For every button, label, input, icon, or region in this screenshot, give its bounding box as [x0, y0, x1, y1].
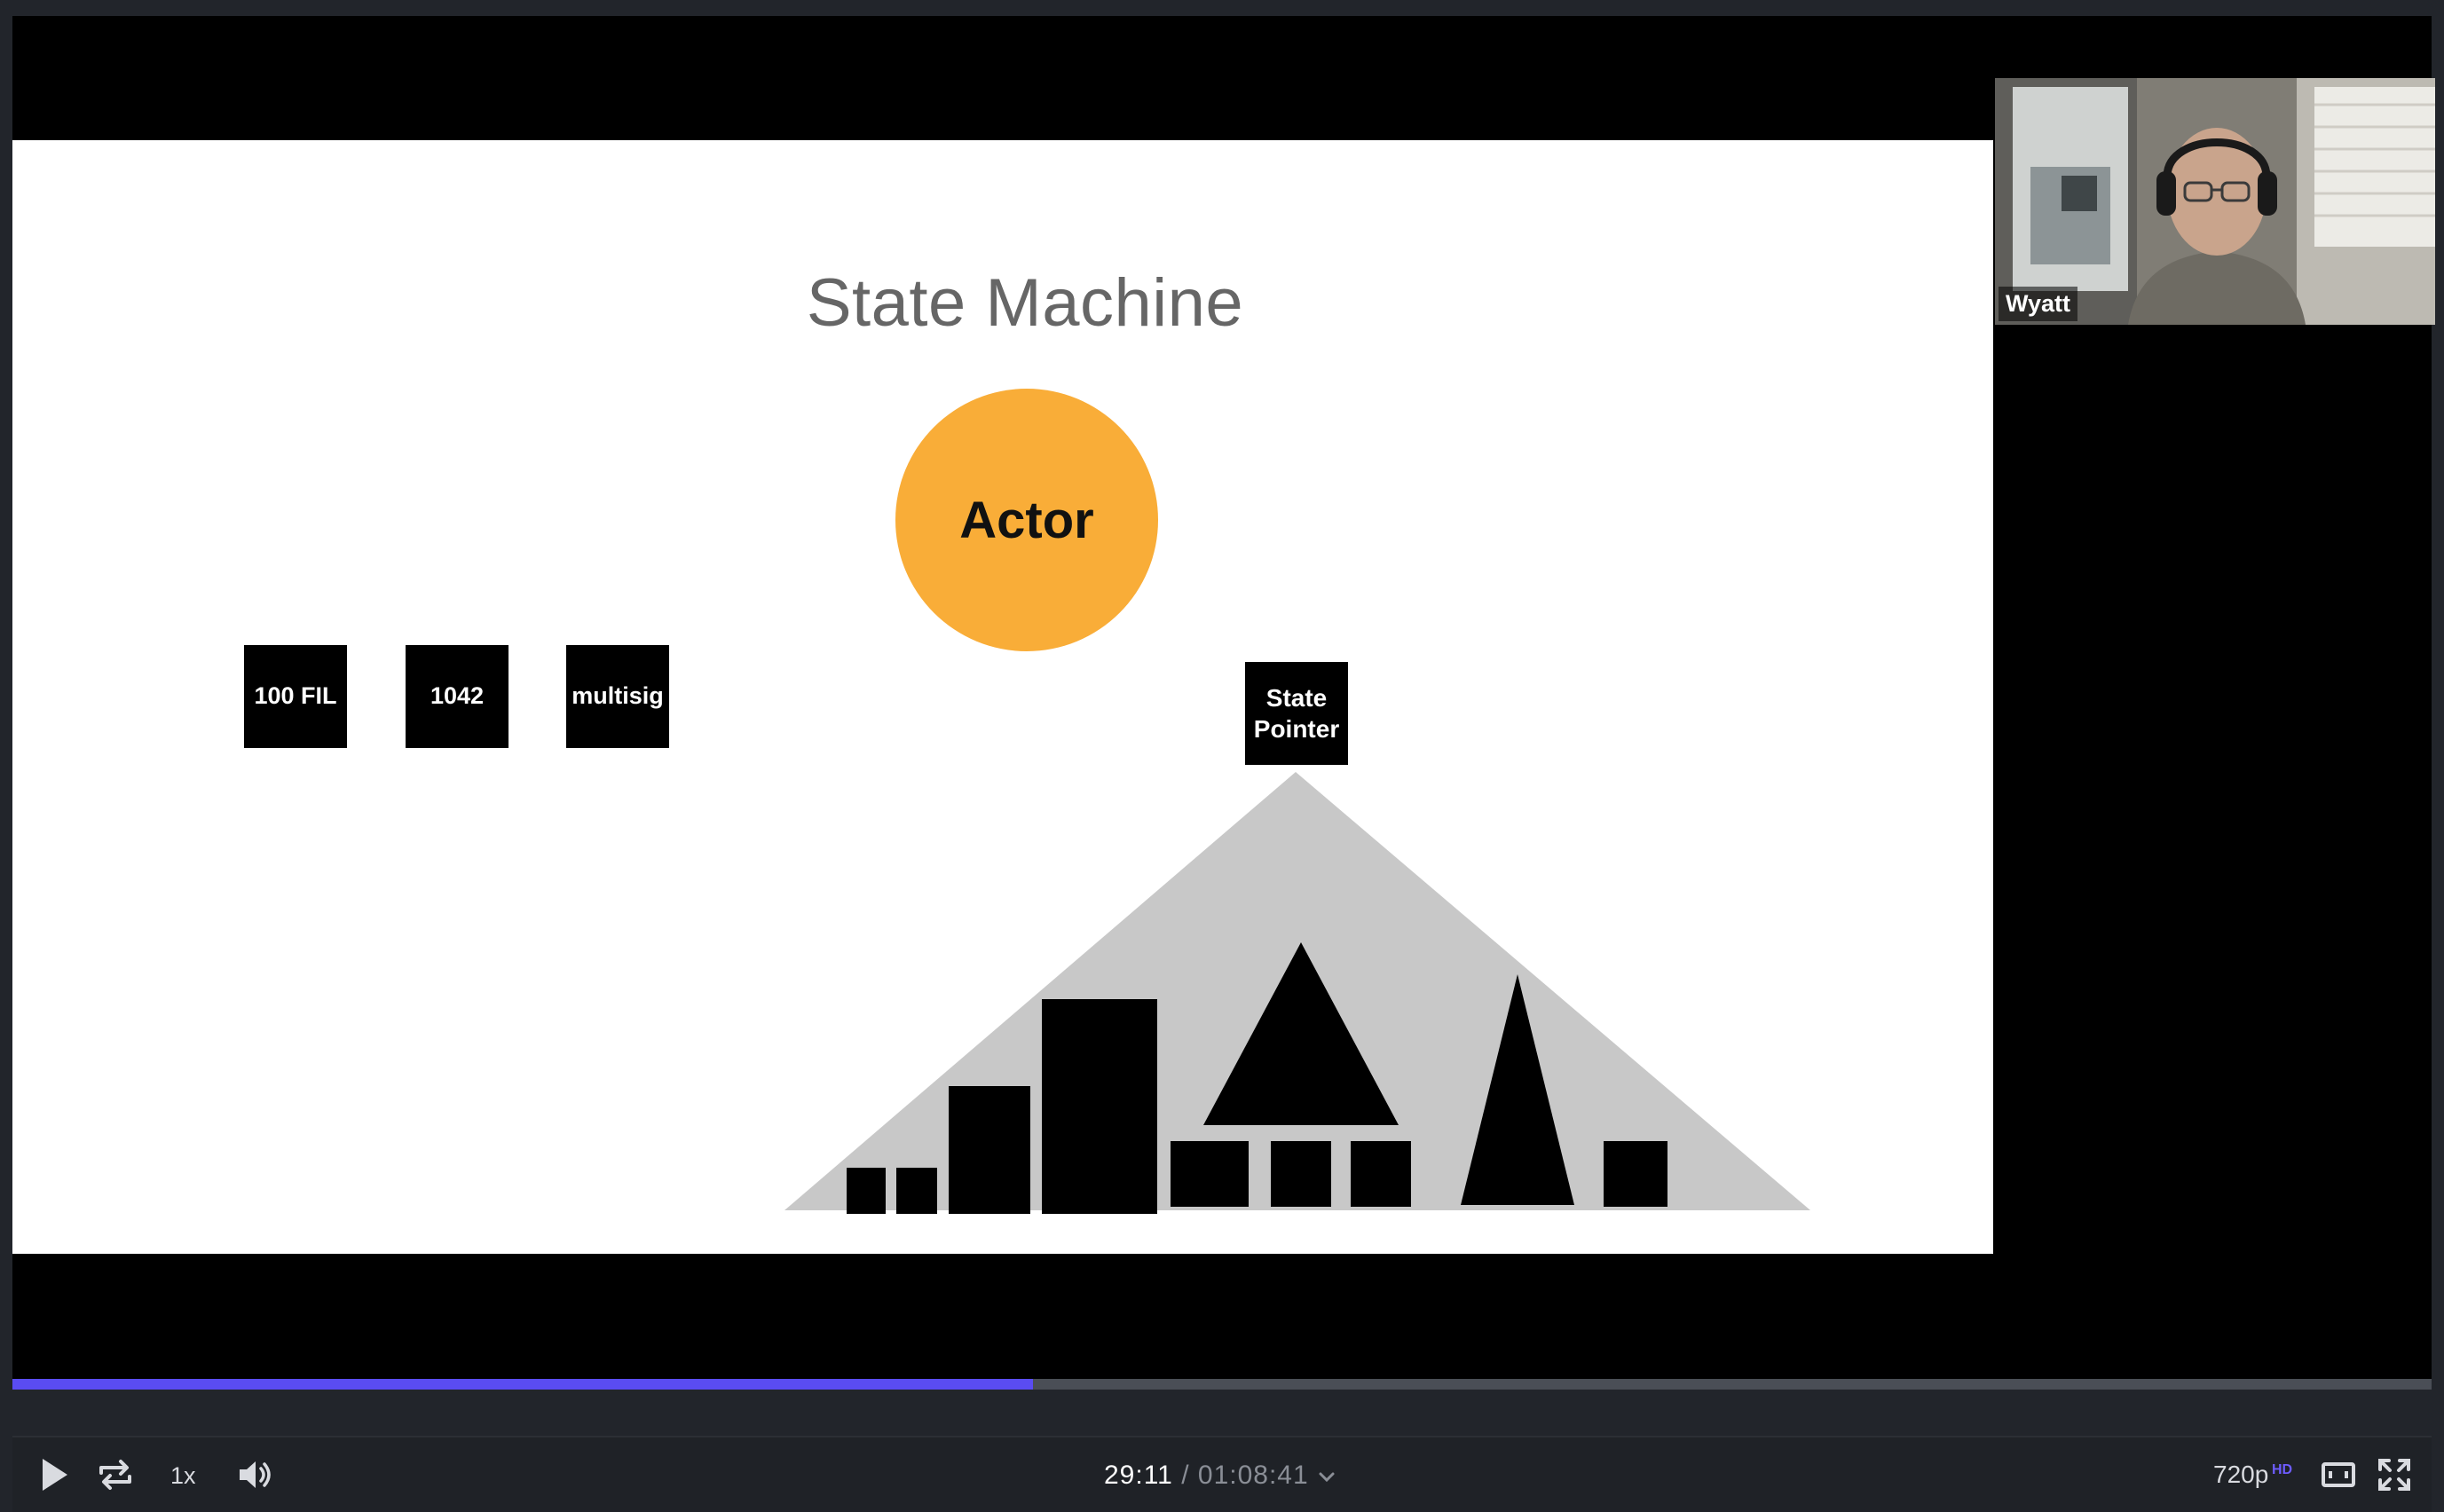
presentation-slide: State Machine Actor 100 FIL 1042 multisi…: [12, 140, 1993, 1254]
volume-icon[interactable]: [236, 1457, 275, 1497]
chevron-down-icon[interactable]: [1317, 1461, 1336, 1492]
actor-circle: Actor: [895, 389, 1158, 651]
total-time: 01:08:41: [1197, 1461, 1309, 1490]
playback-speed-button[interactable]: 1x: [170, 1462, 196, 1489]
fullscreen-icon[interactable]: [2377, 1457, 2412, 1497]
time-display[interactable]: 29:11 / 01:08:41: [1104, 1461, 1336, 1492]
slide-title: State Machine: [806, 265, 1244, 341]
nonce-box: 1042: [406, 645, 509, 748]
state-block: [1604, 1141, 1667, 1207]
quality-button[interactable]: 720p: [2213, 1461, 2269, 1488]
state-block: [896, 1168, 937, 1214]
webcam-feed[interactable]: Wyatt: [1995, 78, 2435, 325]
state-block: [1351, 1141, 1411, 1207]
time-separator: /: [1181, 1461, 1190, 1490]
state-tree-diagram: [784, 772, 1810, 1214]
participant-name-label: Wyatt: [1999, 287, 2078, 321]
state-pointer-box: State Pointer: [1245, 662, 1348, 765]
state-block: [949, 1086, 1030, 1214]
balance-box: 100 FIL: [244, 645, 347, 748]
state-block: [1171, 1141, 1249, 1207]
state-block: [1271, 1141, 1331, 1207]
progress-bar-fill: [12, 1379, 1033, 1390]
state-spike-shape: [1461, 974, 1574, 1205]
actor-label: Actor: [959, 491, 1094, 549]
state-block: [1042, 999, 1157, 1214]
code-box: multisig: [566, 645, 669, 748]
play-icon[interactable]: [35, 1455, 71, 1499]
state-triangle-shape: [1203, 942, 1399, 1125]
theater-mode-icon[interactable]: [2320, 1457, 2357, 1497]
progress-bar[interactable]: [12, 1379, 2432, 1390]
state-block: [847, 1168, 886, 1214]
player-controls: 1x 29:11 / 01:08:41 720p HD: [12, 1436, 2432, 1512]
webcam-video-image: [1995, 78, 2435, 325]
current-time: 29:11: [1104, 1461, 1173, 1490]
hd-badge: HD: [2272, 1462, 2293, 1477]
loop-icon[interactable]: [96, 1457, 135, 1497]
